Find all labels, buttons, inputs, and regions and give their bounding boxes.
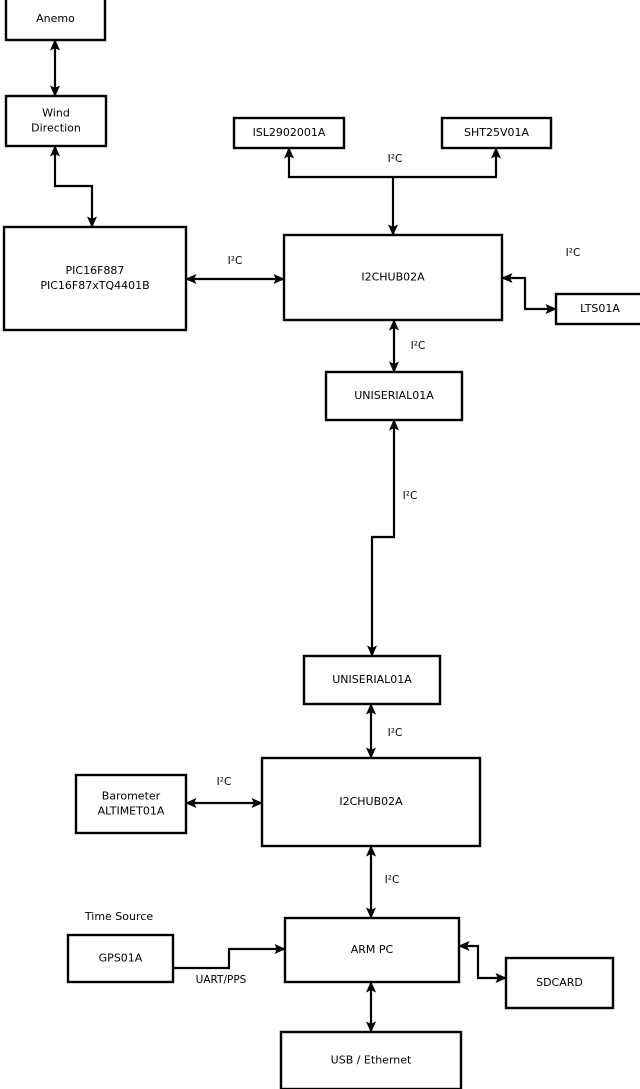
node-label-gps: GPS01A — [99, 952, 143, 965]
edge-label-hub-uniserial-up: I²C — [411, 340, 426, 352]
node-uniserial_dn[interactable]: UNISERIAL01A — [302, 654, 442, 706]
node-box-wind[interactable] — [4, 94, 108, 148]
edge-line-hub-lts — [501, 272, 557, 315]
node-sht[interactable]: SHT25V01A — [440, 116, 553, 150]
node-hub_top[interactable]: I2CHUB02A — [282, 233, 504, 322]
node-sdcard[interactable]: SDCARD — [504, 956, 615, 1010]
edge-label-uniserial-link: I²C — [403, 490, 418, 502]
node-label-hub_bot: I2CHUB02A — [339, 795, 403, 808]
edge-line-uniserial-link — [366, 419, 400, 657]
edge-line-gps-armpc — [173, 943, 286, 970]
node-box-barometer[interactable] — [74, 773, 188, 835]
edge-label-uniserial-dn-hub: I²C — [388, 727, 403, 739]
edge-uniserial-dn-hub: I²C — [365, 703, 403, 759]
node-anemo[interactable]: Anemo — [4, 0, 107, 42]
node-box-armpc[interactable] — [283, 916, 461, 984]
edge-hub-armpc: I²C — [365, 845, 400, 919]
edge-gps-armpc: UART/PPS — [173, 943, 286, 986]
node-uniserial_up[interactable]: UNISERIAL01A — [324, 370, 464, 422]
node-label-lts: LTS01A — [580, 302, 620, 315]
node-box-hub_bot[interactable] — [260, 756, 482, 848]
node-box-lts[interactable] — [554, 292, 640, 326]
node-label-sht: SHT25V01A — [464, 126, 529, 139]
edge-uniserial-link: I²C — [366, 419, 418, 657]
edge-label-pic-hub: I²C — [228, 255, 243, 267]
edge-armpc-sdcard — [458, 940, 507, 984]
node-armpc[interactable]: ARM PC — [283, 916, 461, 984]
edge-wind-pic — [49, 145, 98, 228]
node-lts[interactable]: LTS01A — [554, 292, 640, 326]
node-hub_bot[interactable]: I2CHUB02A — [260, 756, 482, 848]
node-box-sdcard[interactable] — [504, 956, 615, 1010]
edge-label-hub-lts: I²C — [566, 247, 581, 259]
edge-hub-lts: I²C — [501, 247, 581, 315]
node-label-uniserial_dn: UNISERIAL01A — [332, 673, 412, 686]
node-box-uniserial_dn[interactable] — [302, 654, 442, 706]
node-box-usb[interactable] — [279, 1030, 463, 1089]
node-usb[interactable]: USB / Ethernet — [279, 1030, 463, 1089]
edge-label-gps-armpc: UART/PPS — [196, 974, 247, 986]
edge-label-barometer-hub: I²C — [217, 776, 232, 788]
free-label-time-source: Time Source — [84, 910, 153, 923]
node-label-isl: ISL2902001A — [253, 126, 326, 139]
edge-hub-uniserial-up: I²C — [388, 319, 426, 373]
node-box-hub_top[interactable] — [282, 233, 504, 322]
node-label-sdcard: SDCARD — [536, 976, 583, 989]
edge-pic-hub: I²C — [185, 255, 285, 285]
edge-barometer-hub: I²C — [185, 776, 263, 809]
free-labels-layer: Time Source — [84, 910, 153, 923]
edges-layer: I²C I²C I²C I²C I²C I²C I²C I²C UART/PPS — [49, 39, 581, 1033]
edge-line-armpc-sdcard — [458, 940, 507, 984]
edge-hub-isl-sht-bus: I²C — [283, 147, 502, 179]
node-label-armpc: ARM PC — [351, 943, 394, 956]
node-box-sht[interactable] — [440, 116, 553, 150]
node-box-isl[interactable] — [232, 116, 346, 150]
node-label-usb: USB / Ethernet — [331, 1054, 412, 1067]
node-label-anemo: Anemo — [36, 12, 75, 25]
node-label-hub_top: I2CHUB02A — [361, 271, 425, 284]
node-gps[interactable]: GPS01A — [66, 933, 175, 984]
edge-label-hub-isl-sht-bus: I²C — [388, 153, 403, 165]
node-isl[interactable]: ISL2902001A — [232, 116, 346, 150]
node-box-anemo[interactable] — [4, 0, 107, 42]
node-label-uniserial_up: UNISERIAL01A — [354, 389, 434, 402]
edge-line-wind-pic — [49, 145, 98, 228]
node-box-uniserial_up[interactable] — [324, 370, 464, 422]
edge-label-hub-armpc: I²C — [385, 874, 400, 886]
node-box-gps[interactable] — [66, 933, 175, 984]
node-box-pic[interactable] — [2, 225, 188, 332]
